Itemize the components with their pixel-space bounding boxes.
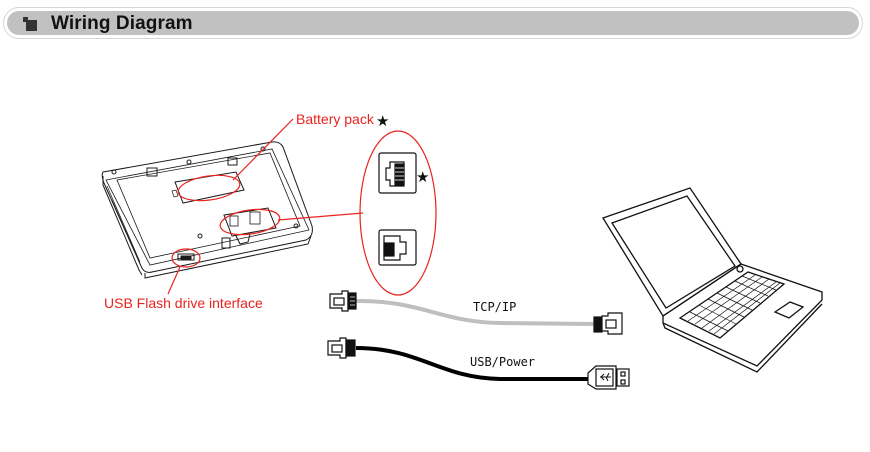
- port-star-marker: ★: [416, 169, 429, 186]
- ports-highlight-ellipse: [219, 208, 281, 236]
- rj45-plug-icon: [327, 337, 356, 359]
- battery-pointer-line: [232, 118, 294, 181]
- usb-flash-drive-label: USB Flash drive interface: [104, 295, 263, 311]
- rj-port-icon-2: [378, 229, 417, 266]
- annotations: [167, 118, 437, 296]
- rj45-port-icon: [378, 152, 417, 194]
- rj45-plug-icon: [329, 290, 357, 312]
- device-rear-illustration: [101, 141, 313, 279]
- tcpip-cable-label: TCP/IP: [473, 300, 517, 314]
- laptop-illustration: [602, 187, 823, 373]
- section-header: Wiring Diagram: [3, 7, 863, 39]
- rj45-plug-icon: [593, 312, 623, 335]
- usb-pointer-line: [167, 266, 181, 295]
- tcpip-cable: [355, 298, 596, 326]
- section-header-bg: Wiring Diagram: [7, 11, 859, 35]
- battery-star-marker: ★: [376, 113, 389, 130]
- battery-pack-label: Battery pack: [296, 111, 374, 127]
- usb-power-cable: [355, 346, 590, 381]
- ports-pointer-line: [277, 212, 364, 221]
- page-title: Wiring Diagram: [51, 13, 193, 34]
- usb-highlight-ellipse: [171, 248, 201, 268]
- ports-detail-ellipse: [359, 130, 437, 296]
- usb-power-cable-label: USB/Power: [470, 355, 536, 369]
- section-square-icon: [23, 17, 37, 31]
- battery-highlight-ellipse: [177, 174, 241, 202]
- usb-plug-icon: [587, 365, 630, 390]
